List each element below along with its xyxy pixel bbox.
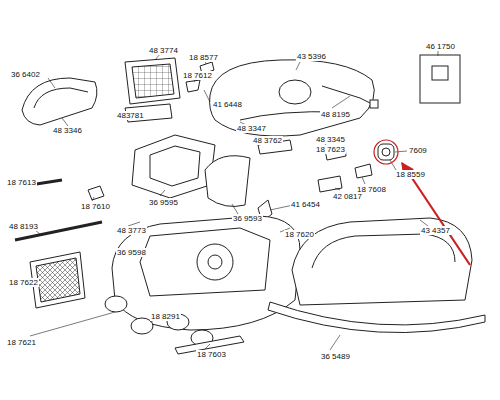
- castor-wheel: [105, 296, 127, 312]
- cord: [322, 86, 372, 104]
- callout-number: 48 8195: [320, 110, 351, 119]
- plug: [370, 100, 378, 108]
- callout-number: 36 6402: [10, 70, 41, 79]
- exhaust-mesh: [36, 258, 80, 302]
- slider-part: [318, 176, 342, 192]
- rear-lid: [22, 78, 97, 125]
- inlet-flange: [205, 156, 250, 207]
- filter-grid: [132, 64, 174, 98]
- callout-number: 41 6454: [290, 200, 321, 209]
- callout-number: 18 7603: [196, 350, 227, 359]
- callout-number: 18 7622: [8, 278, 39, 287]
- callout-number: 48 3345: [315, 135, 346, 144]
- cover-button: [279, 80, 311, 104]
- highlight-ring: [374, 140, 398, 164]
- rear-lid-inner: [34, 88, 88, 108]
- fan-hub: [208, 255, 222, 269]
- callout-number: 18 7613: [6, 178, 37, 187]
- callout-number: 36 5489: [320, 352, 351, 361]
- bumper-strip: [268, 302, 485, 333]
- callout-number: 36 9598: [116, 248, 147, 257]
- body-shell-inner: [312, 234, 455, 268]
- chassis-base: [112, 216, 300, 330]
- callout-number: 41 6448: [212, 100, 243, 109]
- callout-number: 48 3774: [148, 46, 179, 55]
- callout-number: 36 9595: [148, 198, 179, 207]
- callout-number: 48 3346: [52, 126, 83, 135]
- callout-number: 18 7610: [80, 202, 111, 211]
- switch-knob: [378, 144, 394, 160]
- callout-number: 43 5396: [296, 52, 327, 61]
- callout-number: 48 3773: [116, 226, 147, 235]
- callout-number: 48 3762: [252, 136, 283, 145]
- dust-bag: [420, 55, 460, 103]
- callout-number: 18 7620: [284, 230, 315, 239]
- fan-ring: [197, 244, 233, 280]
- small-bracket: [88, 186, 104, 200]
- callout-number: 36 9593: [232, 214, 263, 223]
- callout-number: 46 1750: [425, 42, 456, 51]
- motor-housing-inner: [150, 146, 200, 186]
- chassis-inner: [140, 228, 270, 296]
- callout-number: 18 7612: [182, 71, 213, 80]
- callout-number: 18 7623: [315, 145, 346, 154]
- callout-number: 48 3347: [236, 124, 267, 133]
- callout-number: 18 7621: [6, 338, 37, 347]
- catch-part: [355, 164, 372, 178]
- callout-number: 43 4357: [420, 226, 451, 235]
- callout-number: 7609: [408, 146, 428, 155]
- callout-number: 48 8193: [8, 222, 39, 231]
- leader-lines: [30, 51, 438, 350]
- callout-number: 42 0817: [332, 192, 363, 201]
- filter-frame: [125, 58, 180, 104]
- body-shell: [292, 218, 472, 305]
- top-cover: [210, 60, 375, 136]
- bag-mark: [432, 66, 448, 80]
- callout-number: 18 8577: [188, 53, 219, 62]
- callout-number: 483781: [116, 111, 145, 120]
- callout-number: 18 8559: [395, 170, 426, 179]
- switch-knob-face: [382, 148, 390, 156]
- latch-part: [186, 80, 200, 92]
- callout-number: 18 8291: [150, 312, 181, 321]
- motor-housing: [132, 135, 215, 198]
